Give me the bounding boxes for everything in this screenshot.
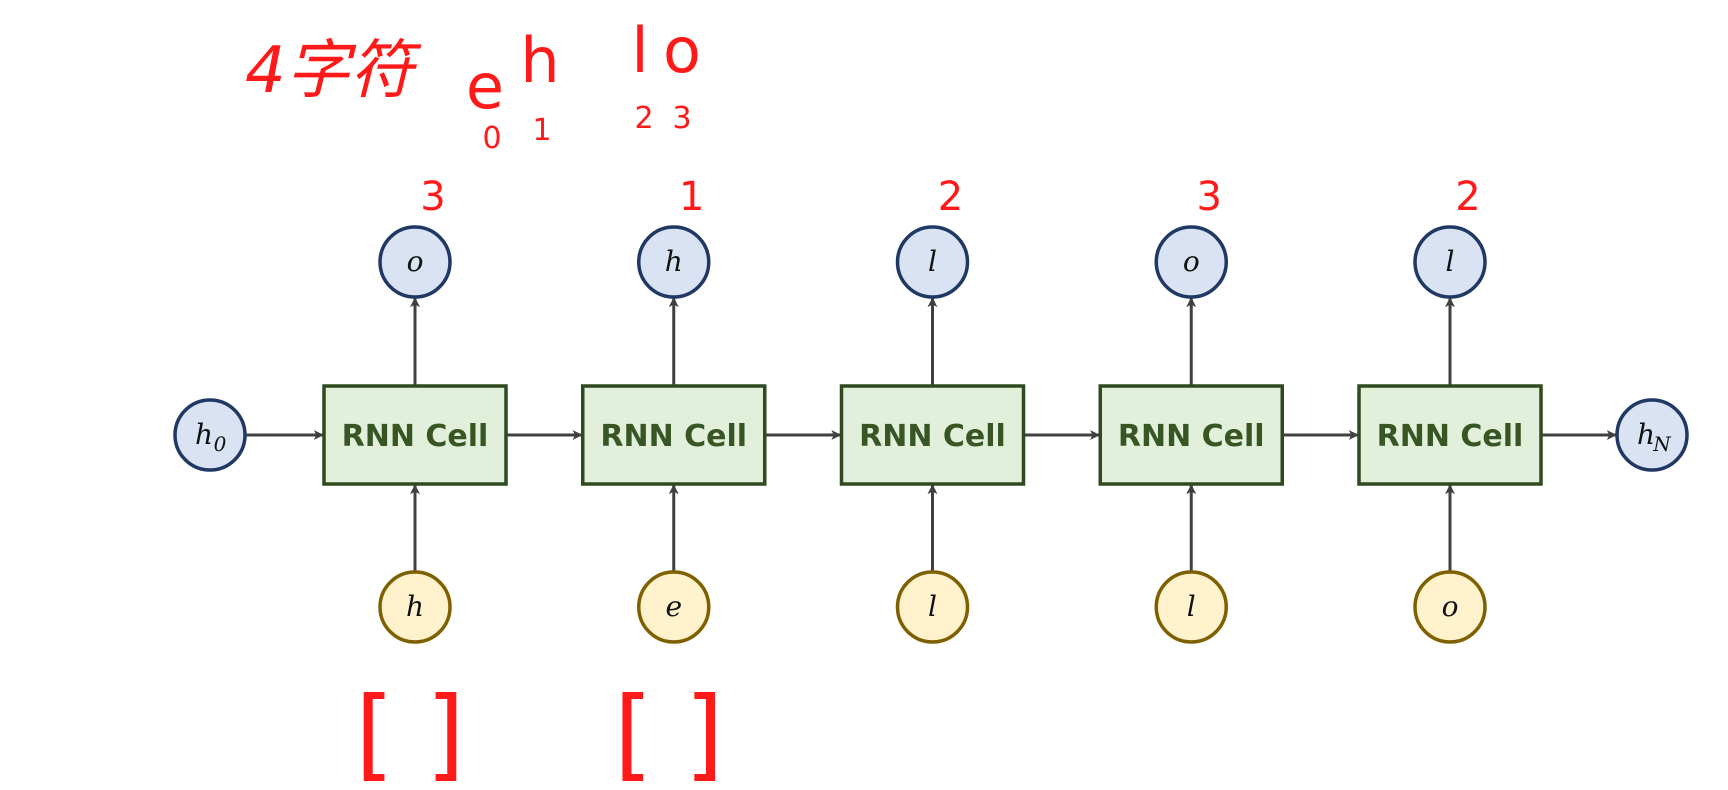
input-node-3-label: l: [928, 590, 937, 623]
input-node-3: l: [895, 570, 970, 644]
input-node-4-circle: [1154, 570, 1228, 644]
final-hidden-node-subscript: N: [1652, 432, 1672, 456]
output-node-1-label: o: [407, 245, 424, 278]
output-node-4: o: [1154, 225, 1228, 299]
input-node-5: o: [1413, 570, 1487, 644]
rnn-cell-box: [839, 384, 1026, 486]
rnn-cell-label: RNN Cell: [859, 419, 1006, 454]
vocab-index: 0: [482, 121, 501, 156]
annotation-heading-text: 4字符: [245, 34, 422, 108]
rnn-cell-label: RNN Cell: [1377, 419, 1524, 454]
output-node-3: l: [895, 225, 970, 299]
output-index-annotation-2: 1: [679, 174, 704, 220]
rnn-cell-box: [1098, 384, 1284, 486]
annotation-brackets: [ ] [ ]: [355, 675, 724, 790]
output-node-4-circle: [1154, 225, 1228, 299]
rnn-cell-3: RNN Cell: [839, 384, 1026, 486]
output-node-4-label: o: [1183, 245, 1200, 278]
initial-hidden-node-label: h: [195, 418, 213, 451]
rnn-cell-label: RNN Cell: [342, 419, 489, 454]
initial-hidden-node-circle: [173, 398, 247, 472]
arrows: [246, 297, 1617, 571]
vocab-index: 2: [634, 101, 653, 136]
output-node-3-circle: [895, 225, 970, 299]
input-node-2: e: [637, 570, 711, 644]
final-hidden-node-circle: [1615, 398, 1689, 472]
input-node-5-label: o: [1442, 590, 1459, 623]
input-node-2-circle: [637, 570, 711, 644]
output-node-1-circle: [378, 225, 452, 299]
rnn-cell-label: RNN Cell: [1118, 419, 1265, 454]
output-index-annotation-4: 3: [1197, 174, 1222, 220]
input-node-5-circle: [1413, 570, 1487, 644]
output-index-annotation-1: 3: [420, 174, 445, 220]
rnn-cell-1: RNN Cell: [322, 384, 508, 486]
output-index-annotation-3: 2: [938, 174, 963, 220]
vocab-char: h: [520, 24, 559, 97]
vocab-entry-h: h1: [520, 24, 559, 148]
vocab-entry-e: e0: [466, 50, 504, 156]
input-node-4-label: l: [1187, 590, 1196, 623]
rnn-cell-box: [581, 384, 767, 486]
vocab-index: 3: [672, 101, 691, 136]
rnn-cell-box: [322, 384, 508, 486]
output-node-5-circle: [1413, 225, 1487, 299]
bracket-annotation-1: [ ]: [355, 675, 465, 790]
annotation-heading: 4字符: [245, 34, 422, 108]
input-node-1-label: h: [406, 590, 424, 623]
final-hidden-node-label: h: [1637, 418, 1655, 451]
vocab-char: o: [663, 14, 701, 87]
vocab-entry-o: o3: [663, 14, 701, 136]
input-node-2-label: e: [665, 590, 682, 623]
input-node-1: h: [378, 570, 452, 644]
rnn-cell-5: RNN Cell: [1357, 384, 1543, 486]
output-node-5-label: l: [1446, 245, 1455, 278]
input-node-4: l: [1154, 570, 1228, 644]
input-node-3-circle: [895, 570, 970, 644]
output-index-annotation-5: 2: [1455, 174, 1480, 220]
vocab-entry-l: l2: [631, 14, 653, 136]
vocab-index: 1: [532, 113, 551, 148]
rnn-cell-2: RNN Cell: [581, 384, 767, 486]
input-node-1-circle: [378, 570, 452, 644]
output-node-2-circle: [637, 225, 711, 299]
output-node-2-label: h: [665, 245, 683, 278]
output-node-3-label: l: [928, 245, 937, 278]
output-node-1: o: [378, 225, 452, 299]
final-hidden-node: hN: [1615, 398, 1689, 472]
vocab-char: l: [631, 14, 648, 87]
rnn-cell-box: [1357, 384, 1543, 486]
bracket-annotation-2: [ ]: [614, 675, 724, 790]
rnn-cell-4: RNN Cell: [1098, 384, 1284, 486]
output-node-5: l: [1413, 225, 1487, 299]
vocab-char: e: [466, 50, 504, 123]
initial-hidden-node-subscript: 0: [214, 432, 227, 456]
output-node-2: h: [637, 225, 711, 299]
rnn-cell-label: RNN Cell: [600, 419, 747, 454]
